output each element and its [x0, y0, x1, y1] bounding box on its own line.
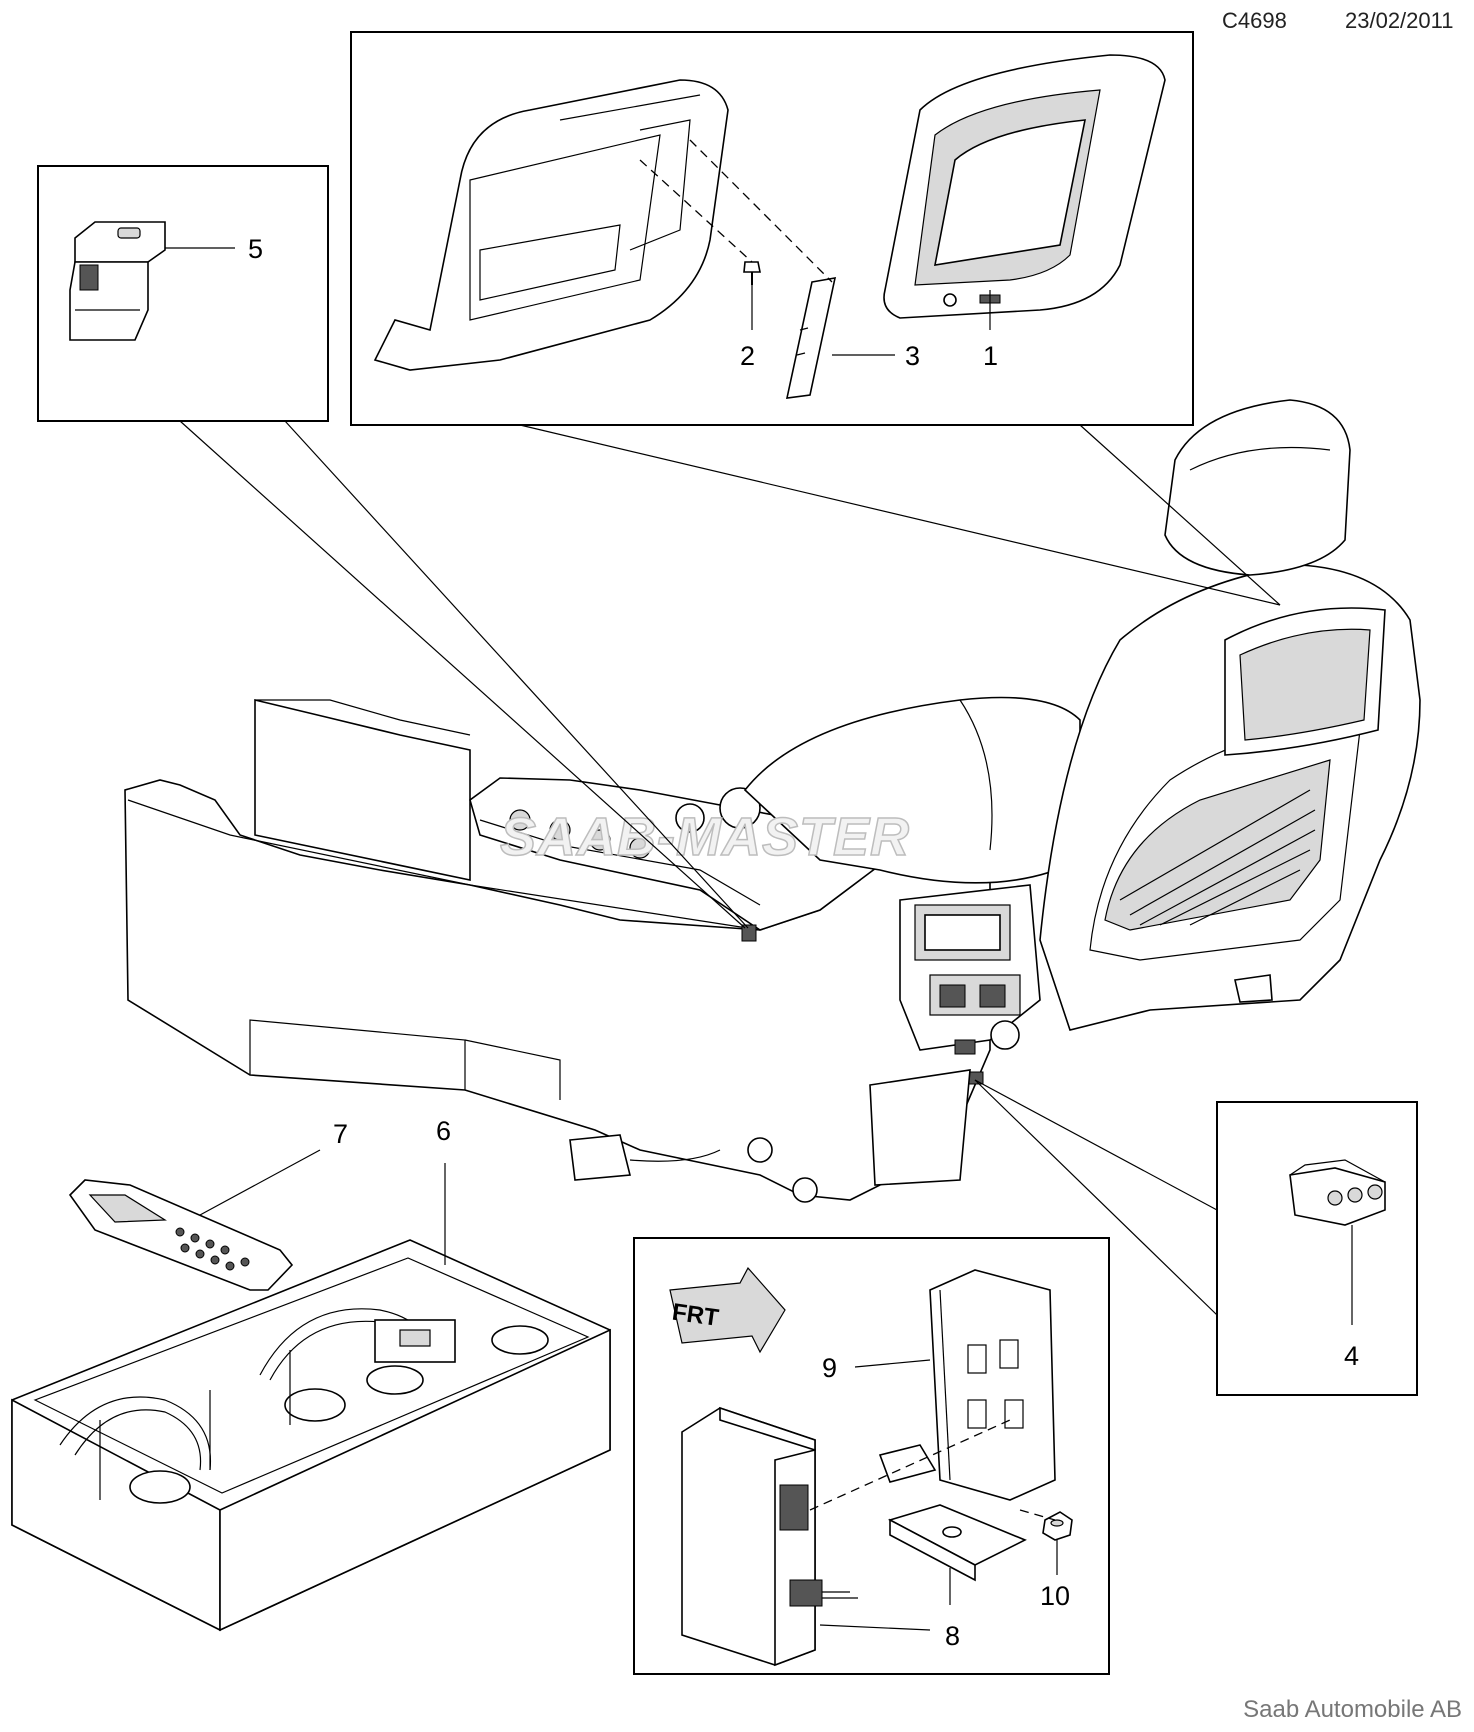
callout-box-control-module: FRT 9 8 [633, 1237, 1110, 1675]
label-part-6: 6 [436, 1116, 451, 1146]
screen-mounting-bracket [373, 79, 729, 371]
remote-control-part-7 [68, 1179, 294, 1291]
aux-socket-part-4 [1289, 1159, 1386, 1226]
footer-company: Saab Automobile AB [1243, 1696, 1462, 1723]
front-direction-arrow: FRT [669, 1266, 786, 1354]
nut-part-10 [1042, 1511, 1073, 1541]
monitor-part-1 [883, 54, 1166, 319]
label-part-8: 8 [945, 1621, 960, 1651]
control-module-part-8 [681, 1406, 858, 1667]
headphones-box-part-6 [11, 1239, 611, 1632]
label-part-1: 1 [983, 341, 998, 371]
label-part-5: 5 [248, 234, 263, 264]
label-part-4: 4 [1344, 1341, 1359, 1371]
label-part-10: 10 [1040, 1581, 1070, 1611]
watermark: SAAB-MASTER [500, 807, 910, 867]
drawing-id: C4698 [1222, 8, 1287, 33]
cover-part-3 [785, 277, 837, 399]
center-console-assembly [124, 698, 1041, 1203]
callout-box-screen-parts: 2 3 1 [350, 31, 1281, 606]
switch-part-5 [69, 221, 166, 341]
callout-box-switch: 5 [37, 165, 749, 929]
label-part-3: 3 [905, 341, 920, 371]
frt-label: FRT [670, 1299, 720, 1332]
screw-part-2 [743, 261, 761, 285]
drawing-date: 23/02/2011 [1345, 8, 1454, 33]
callout-box-aux-socket: 4 [974, 1079, 1418, 1396]
label-part-9: 9 [822, 1353, 837, 1383]
label-part-7: 7 [333, 1119, 348, 1149]
bracket-part-9 [878, 1269, 1056, 1582]
rear-seat-assembly [743, 399, 1421, 1031]
label-part-2: 2 [740, 341, 755, 371]
